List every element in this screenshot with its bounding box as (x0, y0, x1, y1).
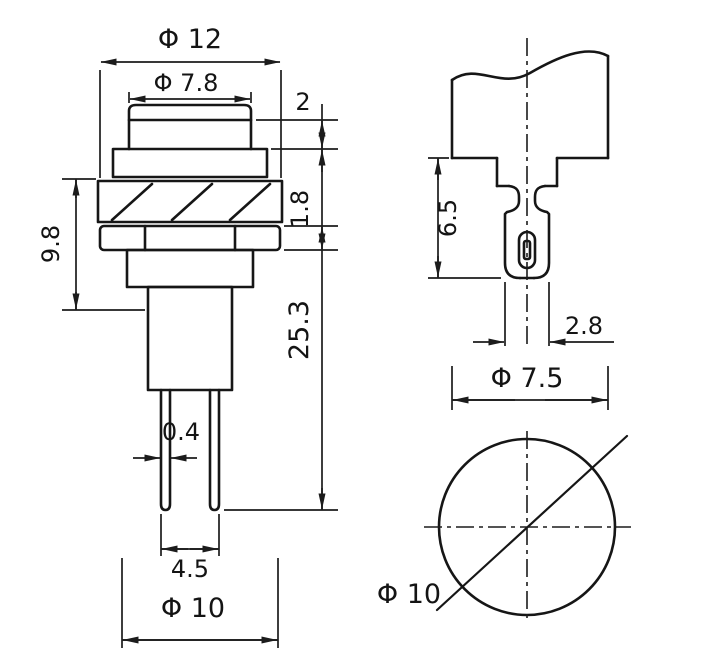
side-view-dimensions (428, 157, 614, 410)
lock-washer-slash (110, 182, 154, 222)
front-view-labels: Φ 12 Φ 7.8 2 1.8 9.8 25.3 0.4 4.5 Φ 10 (37, 24, 315, 624)
side-view-part (450, 50, 610, 280)
button-cap-outline (127, 103, 253, 151)
diameter-leader-line (435, 434, 629, 612)
terminal-right-profile (532, 184, 551, 280)
top-view-part (435, 434, 629, 617)
dim-label-base-diameter: Φ 10 (161, 593, 225, 624)
bezel-flange (111, 147, 269, 179)
lock-washer-slash (228, 182, 272, 222)
dim-label-pin-thickness: 0.4 (162, 418, 200, 446)
dim-label-outer-diameter: Φ 10 (377, 579, 441, 610)
dim-label-cap-diameter: Φ 12 (158, 24, 222, 55)
front-view-part (96, 103, 284, 512)
break-line (450, 50, 610, 82)
switch-body (146, 285, 234, 392)
dim-label-shank-diameter: Φ 7.5 (491, 363, 564, 394)
dim-label-pin-spacing: 4.5 (171, 555, 209, 583)
dim-label-stack-height: 9.8 (37, 225, 65, 263)
dim-label-terminal-width: 2.8 (565, 312, 603, 340)
dim-label-button-lip-height: 2 (295, 88, 310, 116)
dim-label-total-height: 25.3 (284, 300, 315, 360)
top-view-labels: Φ 10 (377, 579, 441, 610)
dim-label-washer-thickness: 1.8 (286, 190, 314, 228)
threaded-bushing (125, 248, 255, 289)
front-view-dimensions (62, 58, 338, 648)
dim-label-button-diameter: Φ 7.8 (154, 69, 219, 97)
side-view-labels: 6.5 2.8 Φ 7.5 (434, 199, 603, 394)
terminal-pin-right (208, 388, 221, 512)
lock-washer-slash (170, 182, 214, 222)
terminal-pin-left (159, 388, 172, 512)
terminal-left-profile (503, 184, 522, 280)
lock-washer-band (96, 179, 284, 224)
dim-label-terminal-length: 6.5 (434, 199, 462, 237)
hex-nut (98, 224, 282, 252)
